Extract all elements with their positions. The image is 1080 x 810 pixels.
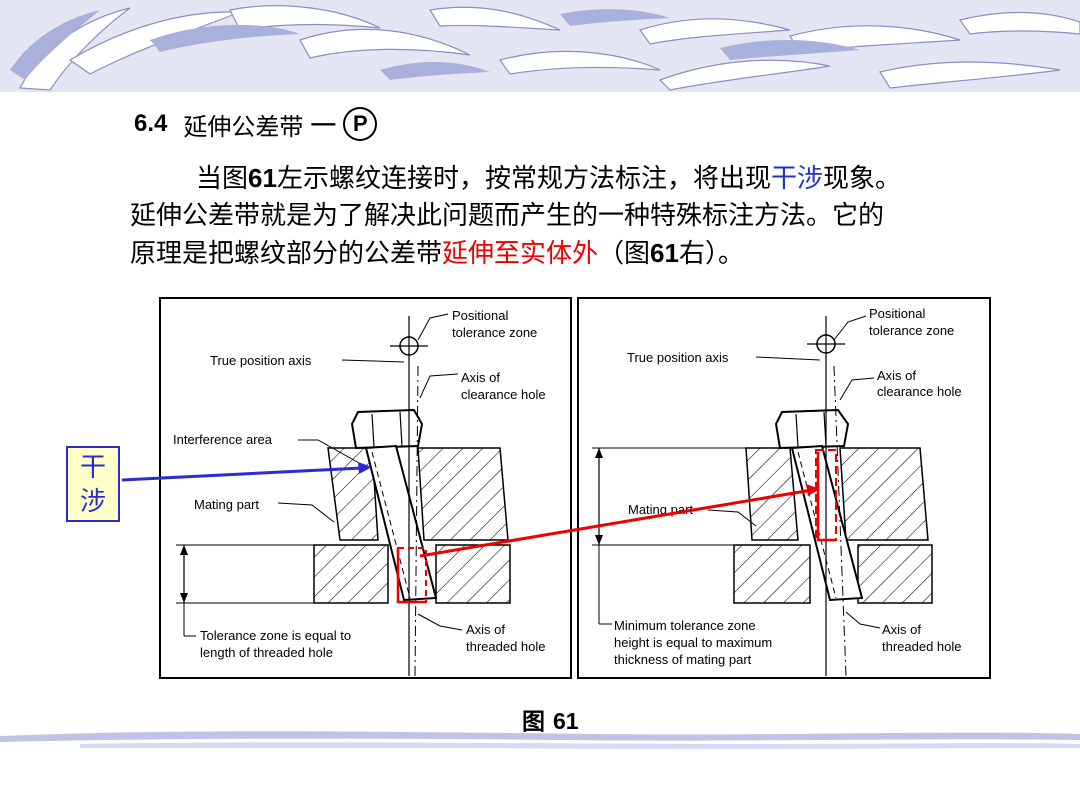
right-label-axis-of-threaded: Axis of — [882, 622, 921, 637]
figure-ref: 61 — [248, 163, 277, 193]
body-paragraph: 当图61左示螺纹连接时，按常规方法标注，将出现干涉现象。 延伸公差带就是为了解决… — [130, 160, 1010, 273]
left-label-positional-tolerance-zone: Positional — [452, 308, 508, 323]
right-label-tolerance-zone: tolerance zone — [869, 323, 954, 338]
text-segment: 左示螺纹连接时，按常规方法标注，将出现 — [276, 164, 771, 194]
extended-zone-term: 延伸至实体外 — [442, 239, 599, 269]
right-panel: Positional tolerance zone True position … — [577, 297, 991, 679]
interference-arrow — [121, 462, 372, 482]
right-label-true-position-axis: True position axis — [627, 350, 729, 365]
right-label-min-zone-1: Minimum tolerance zone — [614, 618, 756, 633]
left-label-clearance-hole: clearance hole — [461, 387, 546, 402]
left-base-part-left — [313, 544, 389, 604]
right-label-clearance-hole: clearance hole — [877, 384, 962, 399]
caption-number: 61 — [553, 708, 579, 734]
right-mating-part-left — [745, 447, 799, 541]
left-label-tolerance-zone: tolerance zone — [452, 325, 537, 340]
left-red-bracket — [396, 548, 426, 604]
text-segment: 当图 — [196, 164, 249, 194]
callout-char-1: 干 — [79, 453, 106, 483]
left-label-threaded-hole: threaded hole — [466, 639, 546, 654]
text-segment: 原理是把螺纹部分的公差带 — [130, 239, 443, 269]
right-bolt-head — [774, 408, 850, 450]
left-label-axis-of-threaded: Axis of — [466, 622, 505, 637]
left-mating-part-right — [417, 447, 509, 541]
left-label-interference-area: Interference area — [173, 432, 273, 447]
right-label-threaded-hole: threaded hole — [882, 639, 962, 654]
projected-tolerance-symbol: P — [343, 107, 378, 141]
left-label-mating-part: Mating part — [194, 497, 259, 512]
heading-dash: — — [311, 110, 336, 137]
left-label-tolerance-note-2: length of threaded hole — [200, 645, 333, 660]
left-bolt-shank — [364, 444, 438, 602]
left-label-tolerance-note-1: Tolerance zone is equal to — [200, 628, 351, 643]
text-segment: 现象。 — [822, 164, 901, 194]
right-label-min-zone-2: height is equal to maximum — [614, 635, 772, 650]
paragraph-line-3: 原理是把螺纹部分的公差带延伸至实体外（图61右）。 — [130, 235, 1010, 273]
right-label-min-zone-3: thickness of mating part — [614, 652, 752, 667]
text-segment: （图 — [598, 239, 651, 269]
right-base-part-left — [733, 544, 811, 604]
right-bolt-shank — [790, 444, 864, 602]
figure-caption: 图 61 — [522, 702, 579, 736]
right-mating-part-right — [839, 447, 929, 541]
right-label-positional-tolerance-zone: Positional — [869, 306, 925, 321]
paragraph-line-1: 当图61左示螺纹连接时，按常规方法标注，将出现干涉现象。 — [130, 160, 1010, 198]
left-label-axis-of: Axis of — [461, 370, 500, 385]
section-title: 延伸公差带 — [183, 112, 304, 141]
callout-char-2: 涉 — [79, 487, 106, 517]
bottom-decoration — [0, 731, 1080, 749]
paragraph-line-2: 延伸公差带就是为了解决此问题而产生的一种特殊标注方法。它的 — [130, 201, 885, 231]
interference-callout: 干 涉 — [66, 446, 120, 522]
left-bolt-head — [350, 408, 424, 450]
figure-ref: 61 — [650, 238, 679, 268]
left-panel: Positional tolerance zone True position … — [159, 297, 572, 679]
left-base-part-right — [435, 544, 511, 604]
section-number: 6.4 — [134, 110, 168, 137]
top-banner-decoration — [0, 0, 1080, 92]
interference-term: 干涉 — [770, 164, 823, 194]
section-heading: 6.4 延伸公差带 — P — [134, 104, 378, 144]
text-segment: 右）。 — [678, 239, 744, 269]
right-base-part-right — [857, 544, 933, 604]
caption-label: 图 — [522, 709, 545, 735]
right-label-axis-of: Axis of — [877, 368, 916, 383]
projection-arrow — [419, 484, 820, 558]
left-label-true-position-axis: True position axis — [210, 353, 312, 368]
